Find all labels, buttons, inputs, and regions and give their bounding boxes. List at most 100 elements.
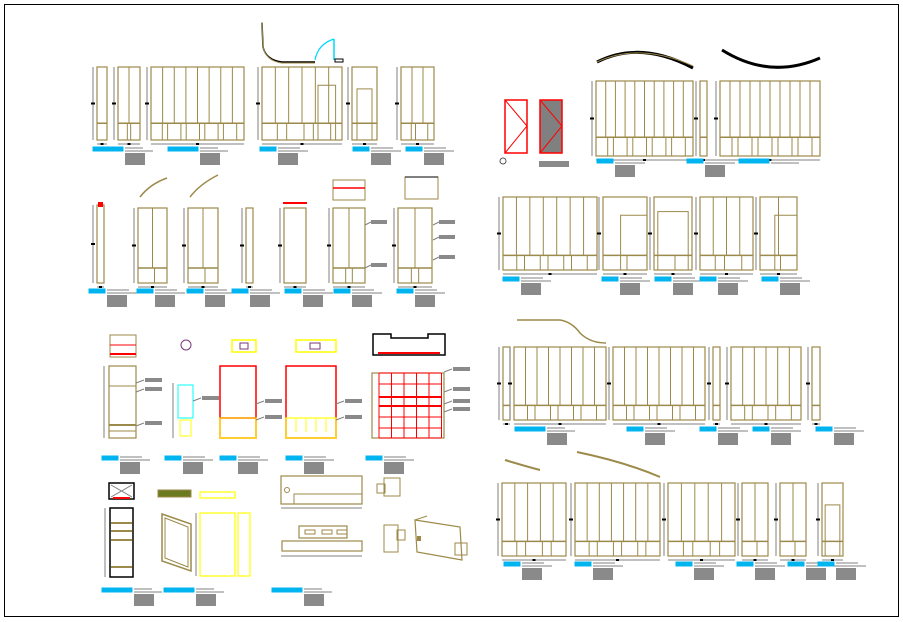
title-tag-box [101,455,119,461]
cabinet-outline [653,196,693,271]
drawing-title-tag [686,158,735,177]
dimension-tick [558,423,562,425]
drawing-title-tag [136,288,185,307]
note-text-block [453,367,470,371]
title-tag-box [163,587,195,593]
note-text-block [238,462,258,474]
note-text-block [453,407,470,411]
leader-line [192,397,202,402]
note-text-block [439,255,455,259]
cabinet-elevation [590,80,694,161]
dimension-tick [754,232,758,235]
dimension-tick [831,559,834,561]
leader-line [255,400,265,405]
note-text-block [645,433,665,445]
dimension-tick [548,273,552,275]
note-text-block [806,568,826,580]
title-tag-box [101,587,133,593]
title-tag-box [88,288,106,294]
cabinet-outline [602,196,648,271]
dimension-tick [91,243,95,245]
note-text-block [522,568,542,580]
note-text-block [345,399,362,403]
door-opening [774,214,798,271]
moulding-strip [199,491,236,499]
dimension-tick [293,286,297,288]
tall-cabinet [285,365,337,439]
dimension-tick [151,286,154,288]
dimension-tick [777,273,780,275]
dimension-tick [643,159,646,161]
cabinet-outline [108,365,137,439]
title-tag-box [626,426,644,432]
dimension-tick [505,423,508,425]
title-tag-box [787,561,805,567]
leader-line [432,221,440,226]
leader-line [135,379,145,384]
dimension-tick [736,518,740,521]
dimension-tick [497,232,501,235]
desk-elevation [281,540,363,552]
note-text-block [202,396,219,400]
note-text-block [620,283,640,295]
drawing-title-tag [502,276,551,295]
dimension-tick [99,286,102,288]
title-tag-box [596,158,614,164]
door-opening [317,84,337,141]
dimension-tick [662,518,666,521]
dimension-tick [100,143,104,145]
base-outline [179,419,192,437]
cabinet-elevation [714,80,821,161]
door-opening [620,214,648,271]
drawing-title-tag [163,587,224,606]
furniture-details [104,475,468,578]
note-text-block [304,462,324,474]
dimension-tick [508,382,512,385]
drawing-title-tag [787,561,836,580]
note-text-block [718,433,738,445]
dimension-tick [346,102,350,105]
leader-line [255,416,265,421]
cabinet-elevation [508,346,607,425]
note-text-block [278,153,298,165]
cabinet-elevation [91,204,105,288]
note-text-block [265,399,282,403]
dimension-tick [196,143,199,145]
dimension-tick [300,143,304,145]
arc-plan [596,52,694,67]
vanity-top [295,339,337,353]
door-swing-icon [504,99,528,154]
note-text-block [183,462,203,474]
drawing-title-tag [503,561,552,580]
drawing-title-tag [259,146,308,165]
mirror-outline [177,384,194,419]
dimension-tick [413,286,417,288]
drawing-title-tag [285,455,334,474]
dimension-tick [806,382,810,385]
sheet-border [4,4,899,617]
title-tag-box [92,146,124,152]
note-text-block [424,153,444,165]
dimension-tick [616,559,619,561]
note-text-block [384,462,404,474]
drawing-title-tag [101,587,162,606]
dimension-tick [532,559,536,561]
title-tag-box [365,455,383,461]
leader-line [135,388,145,393]
leader-line [443,408,453,413]
dimension-tick [278,244,282,247]
dimension-tick [240,244,244,247]
drawing-title-tag [761,276,810,295]
title-tag-box [271,587,303,593]
title-tag-box [219,455,237,461]
dimension-tick [496,518,500,521]
drawer [336,529,348,535]
cabinet-elevation [597,196,648,275]
note-text-block [371,263,387,267]
door-outline [539,99,563,154]
cabinet-outline [109,507,134,578]
drawing-title-tag [164,455,213,474]
dimension-tick [392,244,396,247]
cabinet-elevation [707,346,721,425]
door-elevation [499,99,569,167]
